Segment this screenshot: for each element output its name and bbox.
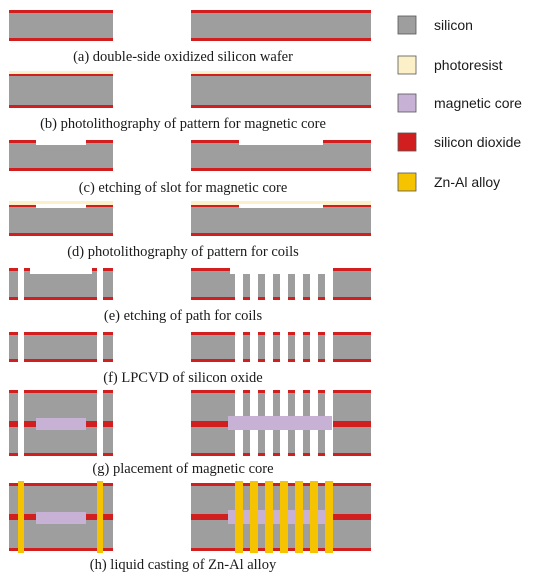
right-path-e4 xyxy=(295,266,303,302)
right-cavity-e xyxy=(230,268,333,274)
right-silicon-a xyxy=(191,10,371,41)
left-path-e1 xyxy=(97,266,103,302)
right-alloy-h3 xyxy=(280,481,288,553)
right-slot-d xyxy=(239,204,323,208)
right-path-e0 xyxy=(235,266,243,302)
right-path-f2 xyxy=(265,330,273,364)
left-top-oxide-b xyxy=(9,73,113,76)
left-cavity-e xyxy=(30,268,92,274)
left-bottom-oxide-d xyxy=(9,233,113,236)
right-top-oxide-c2 xyxy=(323,140,371,143)
caption-e: (e) etching of path for coils xyxy=(104,308,263,324)
right-path-e6 xyxy=(325,266,333,302)
legend-swatch-silicon xyxy=(397,15,417,35)
left-bottom-oxide-h xyxy=(9,548,113,551)
right-path-f3 xyxy=(280,330,288,364)
left-path-g1 xyxy=(97,390,103,456)
right-alloy-h2 xyxy=(265,481,273,553)
right-path-e1 xyxy=(250,266,258,302)
left-core-g xyxy=(36,418,86,430)
legend-label-silicon-dioxide: silicon dioxide xyxy=(434,134,521,150)
cross-sections xyxy=(9,10,371,553)
caption-h: (h) liquid casting of Zn-Al alloy xyxy=(90,557,277,573)
left-path-g0 xyxy=(18,390,24,456)
right-core-g xyxy=(228,416,332,430)
left-bottom-oxide-b xyxy=(9,105,113,108)
left-bottom-oxide-c xyxy=(9,168,113,171)
right-alloy-h4 xyxy=(295,481,303,553)
right-alloy-h5 xyxy=(310,481,318,553)
left-core-h xyxy=(36,512,86,524)
left-alloy-h0 xyxy=(18,481,24,553)
legend-swatch-silicon-dioxide xyxy=(397,132,417,152)
caption-f: (f) LPCVD of silicon oxide xyxy=(103,370,262,386)
right-top-oxide-c1 xyxy=(191,140,239,143)
legend-label-silicon: silicon xyxy=(434,17,473,33)
left-top-oxide-g xyxy=(9,390,113,393)
left-path-f0 xyxy=(18,330,24,364)
legend-swatch-photoresist xyxy=(397,55,417,75)
right-alloy-h1 xyxy=(250,481,258,553)
caption-d: (d) photolithography of pattern for coil… xyxy=(67,244,299,260)
left-slot-d xyxy=(36,204,86,208)
legend: silicon photoresist magnetic core silico… xyxy=(397,15,522,192)
left-top-oxide-c1 xyxy=(9,140,36,143)
left-bottom-oxide-f xyxy=(9,359,113,362)
right-bottom-oxide-b xyxy=(191,105,371,108)
legend-label-alloy: Zn-Al alloy xyxy=(434,174,500,190)
caption-a: (a) double-side oxidized silicon wafer xyxy=(73,49,293,65)
right-alloy-h0 xyxy=(235,481,243,553)
left-photoresist-d xyxy=(9,201,113,205)
right-silicon-b xyxy=(191,73,371,108)
right-path-f4 xyxy=(295,330,303,364)
left-alloy-h1 xyxy=(97,481,103,553)
right-alloy-h6 xyxy=(325,481,333,553)
right-bottom-oxide-c xyxy=(191,168,371,171)
left-silicon-c xyxy=(9,140,113,171)
right-path-f6 xyxy=(325,330,333,364)
left-path-f1 xyxy=(97,330,103,364)
left-top-oxide-f xyxy=(9,332,113,335)
legend-label-magnetic-core: magnetic core xyxy=(434,95,522,111)
right-top-oxide-a xyxy=(191,10,371,13)
right-photoresist-d xyxy=(191,201,371,205)
caption-g: (g) placement of magnetic core xyxy=(92,461,273,477)
left-silicon-f xyxy=(9,332,113,362)
right-path-f0 xyxy=(235,330,243,364)
right-path-f1 xyxy=(250,330,258,364)
right-silicon-d xyxy=(191,204,371,236)
left-silicon-d xyxy=(9,204,113,236)
right-path-e3 xyxy=(280,266,288,302)
left-silicon-a xyxy=(9,10,113,41)
left-top-oxide-h xyxy=(9,483,113,486)
left-bottom-oxide-g xyxy=(9,453,113,456)
right-top-oxide-b xyxy=(191,73,371,76)
right-path-e5 xyxy=(310,266,318,302)
left-top-oxide-c2 xyxy=(86,140,113,143)
right-path-f5 xyxy=(310,330,318,364)
legend-swatch-alloy xyxy=(397,172,417,192)
right-bottom-oxide-d xyxy=(191,233,371,236)
legend-swatch-magnetic-core xyxy=(397,93,417,113)
right-slot-c xyxy=(239,140,323,145)
right-silicon-c xyxy=(191,140,371,171)
left-bottom-oxide-e xyxy=(9,297,113,300)
left-top-oxide-a xyxy=(9,10,113,13)
left-path-e0 xyxy=(18,266,24,302)
right-photoresist-b xyxy=(191,71,371,74)
right-path-e2 xyxy=(265,266,273,302)
right-bottom-oxide-a xyxy=(191,38,371,41)
left-photoresist-b xyxy=(9,71,113,74)
left-slot-c xyxy=(36,140,86,145)
caption-b: (b) photolithography of pattern for magn… xyxy=(40,116,326,132)
legend-label-photoresist: photoresist xyxy=(434,57,503,73)
left-bottom-oxide-a xyxy=(9,38,113,41)
caption-c: (c) etching of slot for magnetic core xyxy=(79,180,288,196)
left-silicon-b xyxy=(9,73,113,108)
